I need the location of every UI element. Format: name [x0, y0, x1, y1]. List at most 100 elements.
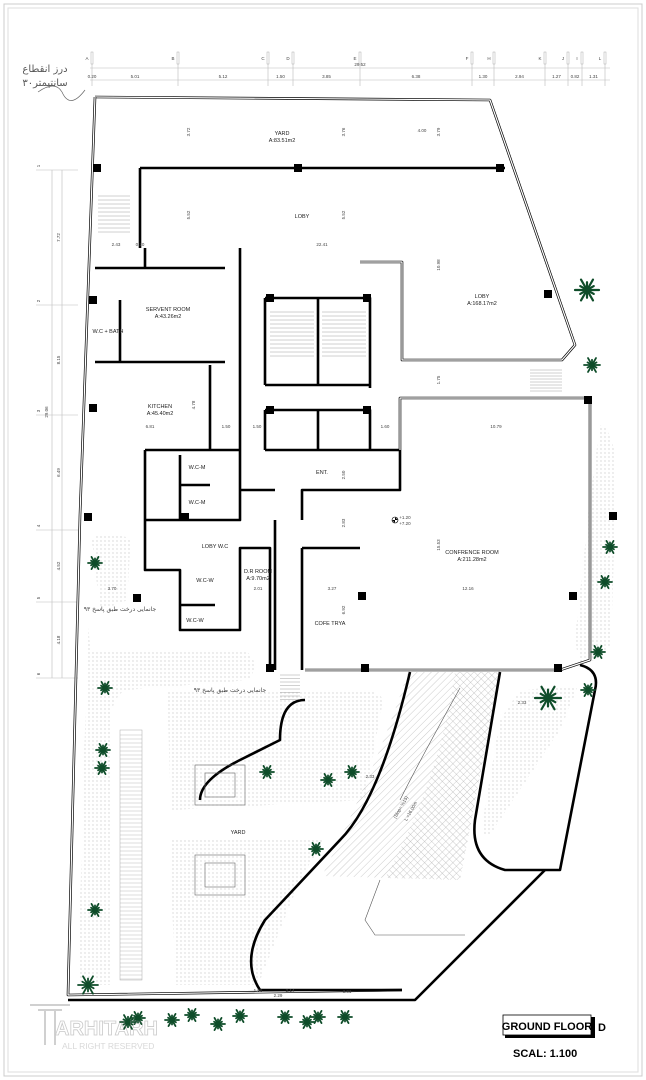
dim-5-52a: 5.52 [186, 210, 191, 219]
grid-column-label: E [353, 56, 356, 61]
tree-icon [344, 765, 360, 779]
structural-column [544, 290, 552, 298]
room-wc-w1-name: W.C-W [196, 578, 214, 584]
structural-column [89, 404, 97, 412]
tree-icon [184, 1008, 200, 1022]
watermark-rights: ALL RIGHT RESERVED [62, 1041, 154, 1051]
dim-1-98: 1.98 [254, 988, 263, 993]
tree-icon [97, 681, 113, 695]
room-wc-bath-name: W.C + BATH [93, 329, 124, 335]
dim-3-01: 3.01 [343, 989, 352, 994]
tree-icon [320, 773, 336, 787]
room-dr-name: D.R ROOM [244, 569, 273, 575]
tree-icon [87, 556, 103, 570]
grid-column-label: J [562, 56, 564, 61]
sheet-border [3, 3, 643, 1077]
tree-icon [77, 975, 99, 995]
joint-leader [37, 85, 86, 101]
tree-icon [573, 278, 601, 302]
dim-10-98: 10.98 [436, 259, 441, 271]
tree-note-2: جانمایی درخت طبق پاسخ ۹۳ [194, 687, 267, 694]
drawing-title: GROUND FLOOR [502, 1021, 592, 1033]
grid-row-dim: 6.49 [56, 468, 61, 477]
room-yard-bottom-name: YARD [231, 830, 246, 836]
joint-note-line2: ۳۰سانتیمتر [22, 78, 67, 89]
grid-column-label: A [85, 56, 88, 61]
inner-dimensions: 4.00 3.72 3.76 3.79 5.52 5.52 2.43 0.20 … [108, 127, 527, 998]
dim-3-76: 3.76 [341, 127, 346, 136]
dim-2-01: 2.01 [254, 586, 263, 591]
grid-row-total: 29.06 [44, 406, 49, 418]
room-loby-2-area: A:168.17m2 [467, 301, 497, 307]
tree-icon [337, 1010, 353, 1024]
grid-column-dim: 1.31 [589, 74, 598, 79]
structural-column [584, 396, 592, 404]
room-yard-top-name: YARD [275, 131, 290, 137]
grid-column-dim: 1.50 [276, 74, 285, 79]
tree-icon [87, 903, 103, 917]
grid-row-label: 4 [36, 524, 41, 527]
dim-2-14: 2.14 [286, 988, 295, 993]
landscape-areas [78, 425, 615, 985]
dim-2-83: 2.83 [341, 518, 346, 527]
room-wc-m2-name: W.C-M [189, 500, 206, 506]
level-upper: +1.20 [399, 515, 411, 520]
grid-column-label: B [171, 56, 174, 61]
grid-column-label: D [286, 56, 290, 61]
joint-note-line1: درز انقطاع [22, 64, 67, 75]
grid-column-label: L [599, 56, 602, 61]
structural-column [89, 296, 97, 304]
dim-4-00: 4.00 [418, 128, 427, 133]
dim-2-43: 2.43 [112, 242, 121, 247]
structural-column [554, 664, 562, 672]
watermark-logo: ARHITARH ALL RIGHT RESERVED [30, 1004, 158, 1051]
level-marker: +1.20 +7.20 [391, 515, 411, 526]
drawing-scale: SCAL: 1.100 [513, 1048, 577, 1060]
grid-column-dim: 0.20 [88, 74, 97, 79]
grid-row-dim: 7.72 [56, 233, 61, 242]
grid-column-dim: 0.82 [571, 74, 580, 79]
room-conference-area: A:211.28m2 [457, 557, 486, 563]
dim-4-78: 4.78 [191, 400, 196, 409]
room-kitchen-area: A:45.40m2 [147, 411, 174, 417]
outdoor-table [194, 764, 246, 806]
room-servent-name: SERVENT ROOM [146, 307, 191, 313]
grid-row-dim: 4.18 [56, 635, 61, 644]
tree-icon [210, 1017, 226, 1031]
grid-column-label: K [538, 56, 541, 61]
title-block: GROUND FLOOR D SCAL: 1.100 [502, 1014, 606, 1060]
room-ent-name: ENT. [316, 470, 328, 476]
structural-columns [84, 164, 617, 896]
dim-2-33a: 2.33 [366, 774, 375, 779]
tree-icon [164, 1013, 180, 1027]
tree-icon [119, 1014, 137, 1030]
tree-icon [597, 575, 613, 589]
drawing-section: D [598, 1022, 606, 1034]
sheet-border-inner [7, 7, 639, 1073]
structural-column [84, 513, 92, 521]
grid-row-label: 3 [36, 409, 41, 412]
tree-icon [130, 1011, 146, 1025]
dim-12-16: 12.16 [462, 586, 474, 591]
ramp-arrow [399, 687, 461, 801]
dim-3-70: 3.70 [108, 586, 117, 591]
dim-2-29: 2.29 [274, 993, 283, 998]
grid-row-dim: 4.52 [56, 561, 61, 570]
tree-icon [277, 1010, 293, 1024]
structural-column [361, 664, 369, 672]
tree-note-1: جانمایی درخت طبق پاسخ ۹۳ [84, 606, 157, 613]
dim-1-75: 1.75 [436, 375, 441, 384]
tree-icon [94, 761, 110, 775]
room-wc-w2-name: W.C-W [186, 618, 204, 624]
tree-icon [299, 1015, 315, 1029]
structural-column [294, 164, 302, 172]
tree-icon [95, 743, 111, 757]
outdoor-table [194, 854, 246, 896]
grid-column-dim: 3.85 [322, 74, 331, 79]
dim-15-53: 15.53 [436, 539, 441, 551]
room-cofe-name: COFE TRYA [315, 621, 346, 627]
room-conference-name: CONFRENCE ROOM [445, 550, 499, 556]
dim-3-79: 3.79 [436, 127, 441, 136]
